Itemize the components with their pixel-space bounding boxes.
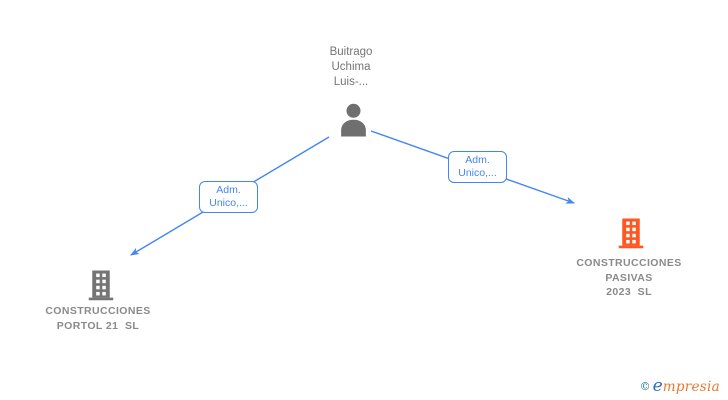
edge-label-line: Unico,... <box>458 167 497 179</box>
empresia-logo-e: e <box>652 376 663 396</box>
company-name-line: CONSTRUCCIONES <box>576 257 682 269</box>
company-name-line: 2023 SL <box>606 286 652 298</box>
company-name-line: PORTOL 21 SL <box>56 319 140 332</box>
copyright-icon: © <box>639 380 651 393</box>
person-icon[interactable] <box>337 102 370 138</box>
person-name-line: Uchima <box>331 61 371 73</box>
company-name-line: PASIVAS <box>605 271 653 284</box>
company-node-pasivas-name[interactable]: CONSTRUCCIONES PASIVAS 2023 SL <box>544 256 714 300</box>
company-node-portol-name[interactable]: CONSTRUCCIONES PORTOL 21 SL <box>13 304 183 333</box>
building-icon[interactable] <box>617 214 645 251</box>
person-name-line: Buitrago <box>329 46 373 58</box>
empresia-logo: ©empresia <box>640 376 720 396</box>
edge-label-adm-unico-right[interactable]: Adm. Unico,... <box>448 151 507 183</box>
edge-label-line: Adm. <box>216 184 241 196</box>
empresia-logo-text: mpresia <box>662 379 720 395</box>
building-icon[interactable] <box>87 266 115 303</box>
edge-label-line: Unico,... <box>209 197 248 209</box>
edge-label-line: Adm. <box>465 154 490 166</box>
person-name-line: Luis-... <box>333 76 369 88</box>
company-name-line: CONSTRUCCIONES <box>45 305 151 317</box>
person-node-name[interactable]: Buitrago Uchima Luis-... <box>291 45 411 90</box>
edge-label-adm-unico-left[interactable]: Adm. Unico,... <box>199 181 258 213</box>
